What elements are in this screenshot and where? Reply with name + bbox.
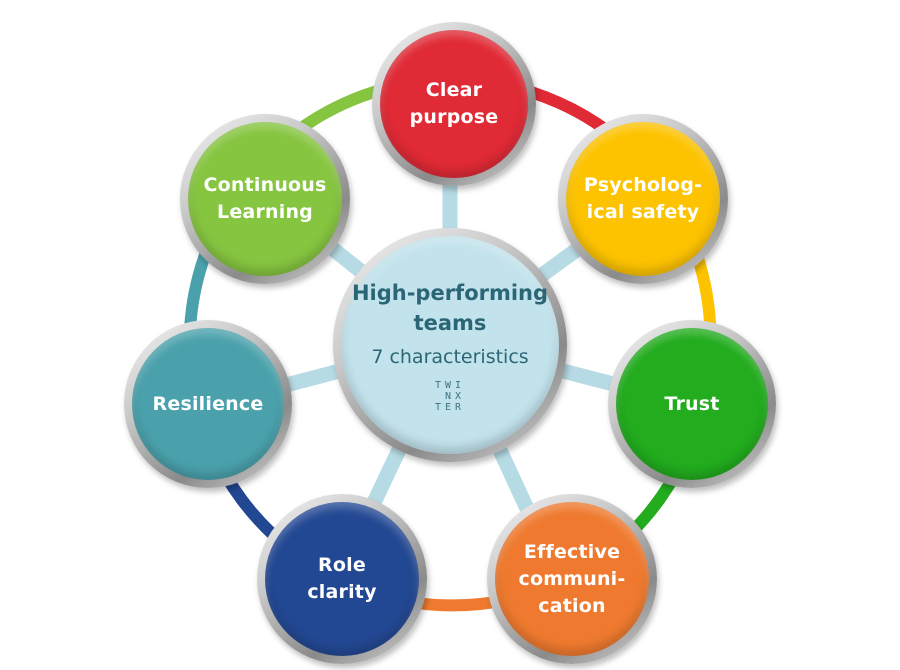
center-hub: High-performing teams 7 characteristics … <box>333 228 567 462</box>
node-label: Continuous Learning <box>203 174 327 223</box>
node-label: Clear purpose <box>409 79 499 128</box>
center-hub-face: High-performing teams 7 characteristics … <box>341 236 559 454</box>
node-clear-purpose: Clear purpose <box>372 22 536 186</box>
node-effective-communication: Effective communi- cation <box>487 494 657 664</box>
node-continuous-learning: Continuous Learning <box>180 114 350 284</box>
node-role-clarity: Role clarity <box>257 494 427 664</box>
center-subtitle: 7 characteristics <box>371 345 529 368</box>
node-label: Psycholog- ical safety <box>583 174 703 223</box>
center-title: High-performing teams <box>351 280 549 335</box>
node-label: Trust <box>664 392 720 415</box>
node-psychological-safety: Psycholog- ical safety <box>558 114 728 284</box>
node-label: Effective communi- cation <box>518 540 626 617</box>
node-trust: Trust <box>608 320 776 488</box>
node-label: Role clarity <box>307 554 377 603</box>
node-label: Resilience <box>152 392 264 415</box>
twinxter-logo: TWI NX TER <box>434 379 466 413</box>
node-resilience: Resilience <box>124 320 292 488</box>
